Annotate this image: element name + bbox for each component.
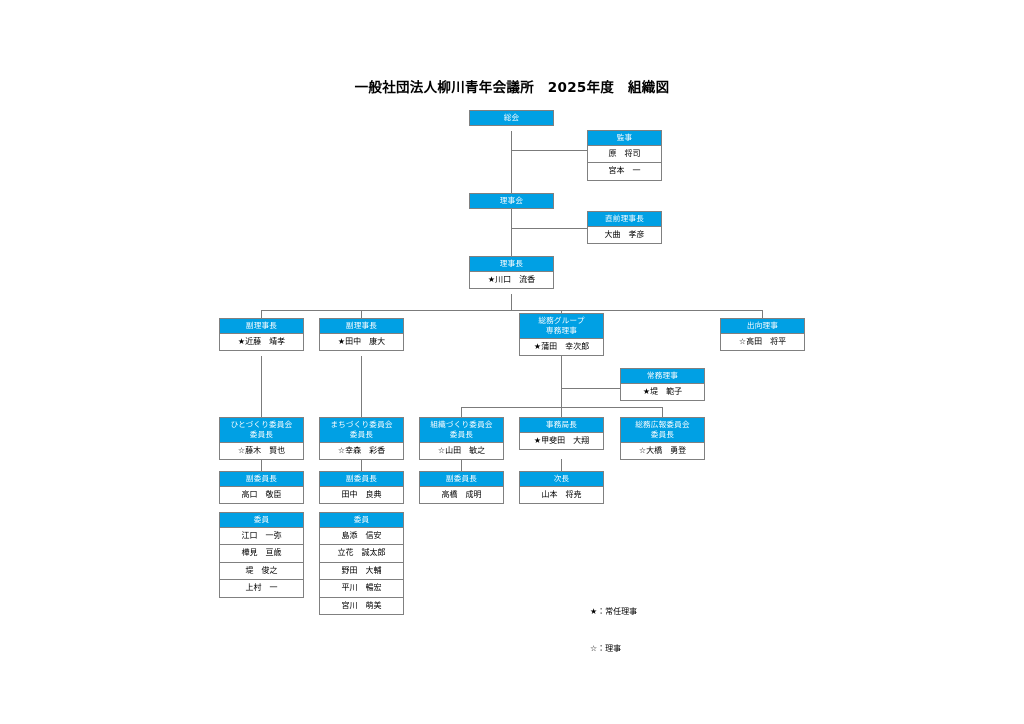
node-vice-president-2[interactable]: 副理事長 ★田中 康大: [319, 318, 404, 352]
node-header: 総会: [470, 111, 553, 126]
connector-senmu-down: [561, 356, 562, 407]
node-seconded-director[interactable]: 出向理事 ☆高田 将平: [720, 318, 805, 352]
node-header: 常務理事: [621, 369, 704, 385]
node-board[interactable]: 理事会: [469, 193, 554, 210]
member-name: ★甲斐田 大翔: [520, 433, 603, 450]
connector-bus-to-vp2: [361, 310, 362, 319]
node-header: 副委員長: [220, 472, 303, 488]
connector-machizukuri-chair-to-vice: [361, 459, 362, 471]
node-immediate-past-president[interactable]: 直前理事長 大曲 孝彦: [587, 211, 662, 245]
connector-rijikai-to-chokuzen: [511, 228, 588, 229]
member-name: 高橋 成明: [420, 487, 503, 504]
node-header: 副理事長: [220, 319, 303, 335]
node-general-meeting[interactable]: 総会: [469, 110, 554, 127]
legend-item-riji: ☆：理事: [590, 643, 622, 653]
node-soshikizukuri-vice-chair[interactable]: 副委員長 高橋 成明: [419, 471, 504, 505]
node-auditor[interactable]: 監事 原 将司 宮本 一: [587, 130, 662, 181]
node-soshikizukuri-chair[interactable]: 組織づくり委員会 委員長 ☆山田 敏之: [419, 417, 504, 461]
legend: ★：常任理事 ☆：理事: [590, 581, 637, 680]
node-header: 組織づくり委員会 委員長: [420, 418, 503, 444]
member-name: 高口 敬臣: [220, 487, 303, 504]
node-machizukuri-chair[interactable]: まちづくり委員会 委員長 ☆幸森 彩香: [319, 417, 404, 461]
connector-vp2-to-machizukuri: [361, 356, 362, 417]
member-name: 樺見 亘歳: [220, 545, 303, 563]
member-name: 平川 暢宏: [320, 580, 403, 598]
connector-lowerbus-to-soshiki: [461, 407, 462, 417]
node-header: 副委員長: [320, 472, 403, 488]
connector-soukai-to-kanji: [511, 150, 588, 151]
member-name: 島添 信安: [320, 528, 403, 546]
connector-soshiki-chair-to-vice: [461, 459, 462, 471]
connector-main-bus: [261, 310, 763, 311]
node-secretariat-chief[interactable]: 事務局長 ★甲斐田 大翔: [519, 417, 604, 451]
node-header: 直前理事長: [588, 212, 661, 228]
member-name: ★堤 範子: [621, 384, 704, 401]
connector-soukai-to-rijikai: [511, 131, 512, 194]
member-name: 宮本 一: [588, 163, 661, 180]
node-header: 理事長: [470, 257, 553, 273]
member-name: 田中 良典: [320, 487, 403, 504]
node-header: 委員: [320, 513, 403, 529]
connector-lowerbus-to-jimukyoku: [561, 407, 562, 417]
member-name: ☆大橋 勇登: [621, 443, 704, 460]
connector-vp1-to-hitozukuri: [261, 356, 262, 417]
node-header: 出向理事: [721, 319, 804, 335]
member-name: 野田 大輔: [320, 562, 403, 581]
node-header: 次長: [520, 472, 603, 488]
member-name: 大曲 孝彦: [588, 227, 661, 244]
node-machizukuri-vice-chair[interactable]: 副委員長 田中 良典: [319, 471, 404, 505]
legend-item-joninriji: ★：常任理事: [590, 606, 638, 616]
node-header: 副委員長: [420, 472, 503, 488]
member-name: 原 将司: [588, 146, 661, 164]
member-name: ★川口 流香: [470, 272, 553, 289]
node-managing-director[interactable]: 常務理事 ★堤 範子: [620, 368, 705, 402]
member-name: 宮川 萌美: [320, 597, 403, 614]
member-name: ★蒲田 幸次郎: [520, 339, 603, 356]
page-title: 一般社団法人柳川青年会議所 2025年度 組織図: [354, 80, 670, 96]
member-name: 堤 俊之: [220, 562, 303, 581]
member-name: ☆山田 敏之: [420, 443, 503, 460]
connector-rijikai-to-rijicho: [511, 207, 512, 259]
node-header: 監事: [588, 131, 661, 147]
connector-lowerbus-to-soumu: [662, 407, 663, 417]
node-secretariat-deputy[interactable]: 次長 山本 将尭: [519, 471, 604, 505]
node-header: 総務広報委員会 委員長: [621, 418, 704, 444]
node-executive-director[interactable]: 総務グループ 専務理事 ★蒲田 幸次郎: [519, 313, 604, 357]
node-hitozukuri-chair[interactable]: ひとづくり委員会 委員長 ☆藤木 賢也: [219, 417, 304, 461]
node-header: 委員: [220, 513, 303, 529]
member-name: ☆高田 将平: [721, 334, 804, 351]
member-name: 江口 一弥: [220, 528, 303, 546]
member-name: ☆幸森 彩香: [320, 443, 403, 460]
node-header: 事務局長: [520, 418, 603, 434]
node-hitozukuri-vice-chair[interactable]: 副委員長 高口 敬臣: [219, 471, 304, 505]
node-president[interactable]: 理事長 ★川口 流香: [469, 256, 554, 290]
member-name: 山本 将尭: [520, 487, 603, 504]
node-machizukuri-members[interactable]: 委員 島添 信安 立花 誠太郎 野田 大輔 平川 暢宏 宮川 萌美: [319, 512, 404, 615]
member-name: 立花 誠太郎: [320, 545, 403, 563]
node-hitozukuri-members[interactable]: 委員 江口 一弥 樺見 亘歳 堤 俊之 上村 一: [219, 512, 304, 598]
member-name: ☆藤木 賢也: [220, 443, 303, 460]
member-name: ★田中 康大: [320, 334, 403, 351]
member-name: 上村 一: [220, 580, 303, 597]
connector-senmu-to-joumu: [561, 388, 662, 389]
node-header: 総務グループ 専務理事: [520, 314, 603, 340]
node-header: ひとづくり委員会 委員長: [220, 418, 303, 444]
node-vice-president-1[interactable]: 副理事長 ★近藤 靖孝: [219, 318, 304, 352]
member-name: ★近藤 靖孝: [220, 334, 303, 351]
connector-rijicho-down: [511, 294, 512, 310]
node-header: まちづくり委員会 委員長: [320, 418, 403, 444]
node-soumu-kouhou-chair[interactable]: 総務広報委員会 委員長 ☆大橋 勇登: [620, 417, 705, 461]
node-header: 副理事長: [320, 319, 403, 335]
connector-jimukyoku-to-jicho: [561, 459, 562, 471]
node-header: 理事会: [470, 194, 553, 209]
connector-hitozukuri-chair-to-vice: [261, 459, 262, 471]
connector-bus-to-shukkou: [762, 310, 763, 319]
connector-bus-to-vp1: [261, 310, 262, 319]
